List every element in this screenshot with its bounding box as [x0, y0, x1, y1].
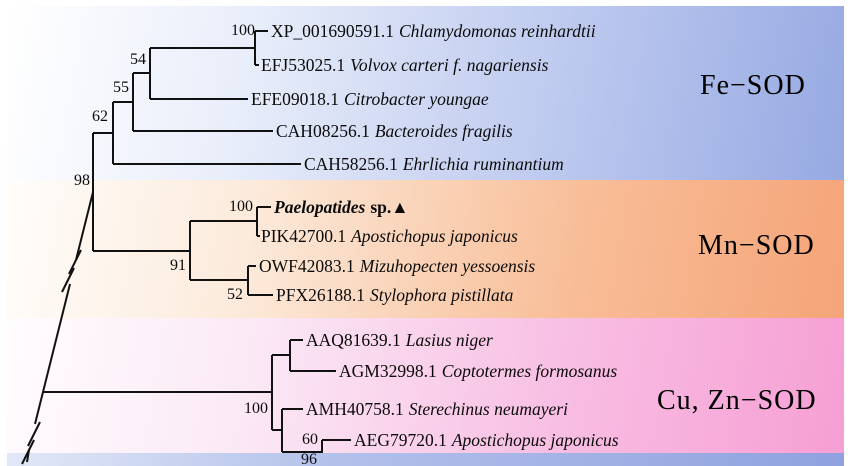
species-name: Apostichopus japonicus [351, 226, 518, 246]
next-clade-band-cropped [7, 453, 844, 466]
branch-break-icon-2 [21, 421, 41, 465]
species-name: Coptotermes formosanus [441, 361, 618, 381]
new-sequence-triangle-icon: sp.▲ [370, 197, 409, 217]
accession: EFE09018.1 [251, 89, 339, 109]
species-name: Stylophora pistillata [369, 285, 514, 305]
accession: CAH08256.1 [276, 121, 370, 141]
bootstrap-value: 91 [170, 257, 186, 274]
group-label-fe-sod: Fe−SOD [700, 70, 806, 101]
bootstrap-value: 100 [244, 400, 268, 417]
fe-sod-band [7, 6, 844, 180]
bootstrap-value: 60 [302, 431, 318, 448]
mn-sod-band [7, 180, 844, 318]
species-name: Mizuhopecten yessoensis [359, 256, 536, 276]
group-label-cuzn-sod: Cu, Zn−SOD [657, 385, 817, 416]
bootstrap-value-cropped: 96 [301, 451, 317, 466]
bootstrap-value: 62 [92, 108, 108, 125]
accession: EFJ53025.1 [261, 55, 346, 75]
species-name: Paelopatides [274, 197, 366, 217]
bootstrap-value: 100 [231, 22, 255, 39]
accession: AGM32998.1 [339, 361, 437, 381]
accession: PFX26188.1 [276, 285, 365, 305]
accession: OWF42083.1 [259, 256, 355, 276]
species-name: Citrobacter youngae [344, 89, 489, 109]
accession: AEG79720.1 [354, 430, 447, 450]
bootstrap-value: 100 [229, 198, 253, 215]
species-name: Apostichopus japonicus [451, 430, 619, 450]
bootstrap-value: 98 [74, 172, 90, 189]
long-root-branch [26, 191, 94, 463]
group-label-mn-sod: Mn−SOD [698, 230, 815, 261]
species-name: Bacteroides fragilis [374, 121, 513, 141]
species-name: Chlamydomonas reinhardtii [399, 21, 596, 41]
cuzn-sod-band [7, 318, 844, 453]
accession: CAH58256.1 [304, 154, 398, 174]
species-name: Ehrlichia ruminantium [402, 154, 564, 174]
species-name: Volvox carteri f. nagariensis [350, 55, 549, 75]
rectangular-branches [43, 30, 351, 453]
species-name: Sterechinus neumayeri [408, 399, 568, 419]
accession: AAQ81639.1 [306, 330, 401, 350]
species-name: Lasius niger [405, 330, 493, 350]
bootstrap-value: 52 [227, 286, 243, 303]
accession: XP_001690591.1 [271, 21, 394, 41]
bootstrap-value: 55 [113, 79, 129, 96]
accession: PIK42700.1 [261, 226, 347, 246]
branch-break-icon [61, 249, 82, 293]
bootstrap-value: 54 [130, 51, 146, 68]
accession: AMH40758.1 [306, 399, 404, 419]
